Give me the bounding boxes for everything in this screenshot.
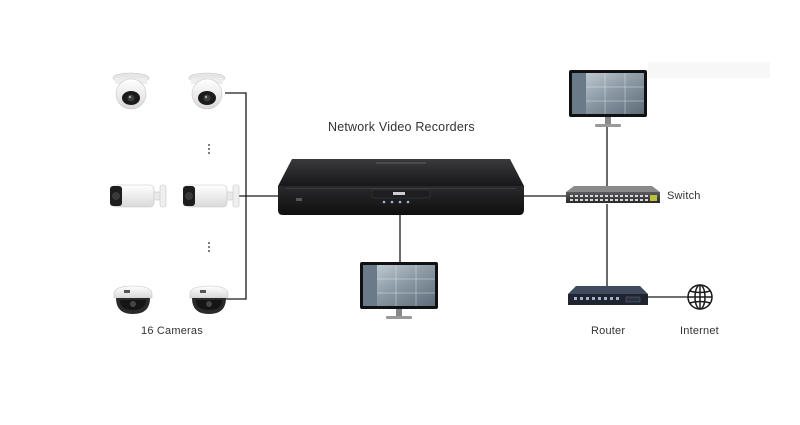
nvr-device bbox=[278, 159, 524, 215]
switch-label: Switch bbox=[667, 190, 701, 202]
turret-camera-icon bbox=[188, 72, 226, 110]
router-label: Router bbox=[591, 325, 626, 337]
internet-label: Internet bbox=[680, 325, 719, 337]
background-band bbox=[648, 62, 770, 78]
network-switch-icon bbox=[566, 186, 660, 203]
monitor-icon bbox=[569, 70, 647, 127]
dome-camera-icon bbox=[189, 285, 229, 314]
ellipsis-icon bbox=[208, 144, 210, 154]
connection-lines bbox=[225, 92, 688, 300]
dome-camera-icon bbox=[113, 285, 153, 314]
cameras-label: 16 Cameras bbox=[141, 325, 203, 337]
router-icon bbox=[568, 286, 648, 305]
bullet-camera-icon bbox=[110, 184, 167, 208]
bullet-camera-icon bbox=[183, 184, 240, 208]
turret-camera-icon bbox=[112, 72, 150, 110]
ellipsis-icon bbox=[208, 242, 210, 252]
globe-icon bbox=[687, 284, 713, 310]
nvr-label: Network Video Recorders bbox=[328, 120, 475, 134]
monitor-icon bbox=[360, 262, 438, 319]
